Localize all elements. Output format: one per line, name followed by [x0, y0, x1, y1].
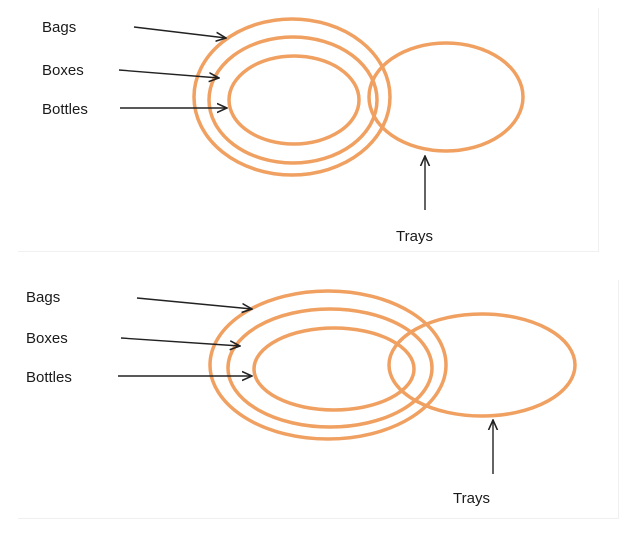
- bags-label: Bags: [26, 289, 60, 306]
- trays-ring: [387, 312, 577, 418]
- trays-label: Trays: [396, 228, 433, 245]
- bags-arrow: [133, 26, 226, 38]
- trays-ring: [367, 41, 525, 153]
- boxes-ring: [226, 307, 434, 429]
- bottles-ring: [252, 326, 416, 412]
- boxes-arrow: [118, 69, 219, 78]
- bags-ring: [208, 289, 448, 441]
- bottles-label: Bottles: [26, 369, 72, 386]
- boxes-label: Boxes: [42, 62, 84, 79]
- boxes-ring: [207, 35, 379, 165]
- bottles-label: Bottles: [42, 101, 88, 118]
- bags-label: Bags: [42, 19, 76, 36]
- diagram-top: Bags Boxes Bottles Trays: [42, 17, 525, 245]
- boxes-label: Boxes: [26, 330, 68, 347]
- trays-label: Trays: [453, 490, 490, 507]
- diagram-panel-bottom: [18, 280, 619, 519]
- bags-ring: [192, 17, 392, 177]
- diagram-panel-top: [18, 8, 599, 252]
- bottles-ring: [227, 54, 361, 146]
- diagram-bottom: Bags Boxes Bottles Trays: [26, 289, 577, 507]
- boxes-arrow: [120, 337, 240, 346]
- bags-arrow: [136, 297, 252, 309]
